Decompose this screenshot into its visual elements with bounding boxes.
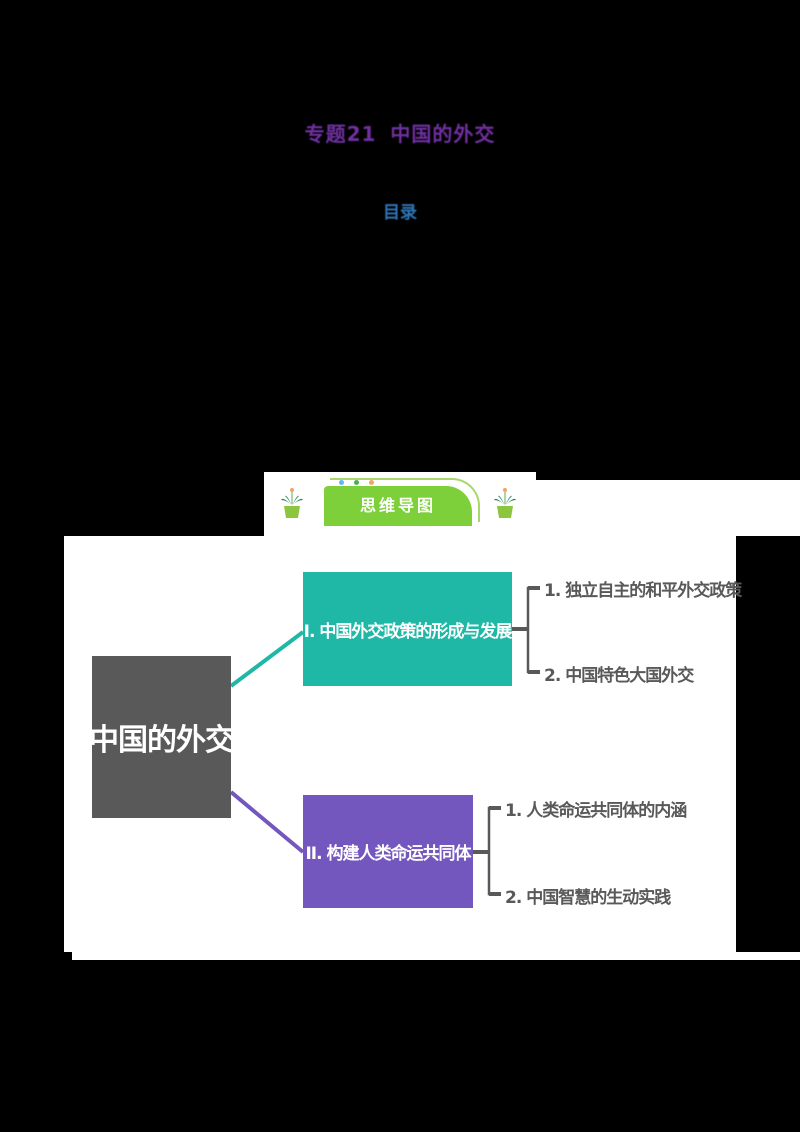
document-title: 专题21 中国的外交 [0,118,800,147]
leaf-major-country-diplomacy: 2. 中国特色大国外交 [544,666,694,686]
page-bottom-strip [72,952,800,960]
leaf-independent-peace-policy: 1. 独立自主的和平外交政策 [544,581,742,601]
leaf-shared-future-meaning: 1. 人类命运共同体的内涵 [505,801,687,821]
header-window-dots [339,480,374,486]
header-tab-outline [330,478,480,522]
branch-node-shared-future: II. 构建人类命运共同体 [303,795,473,908]
potted-plant-icon-left [279,486,305,520]
branch-node-foreign-policy: I. 中国外交政策的形成与发展 [303,572,512,686]
title-topic-number: 专题21 [304,122,377,146]
document-subtitle: 目录 [383,203,417,223]
header-band-right [536,480,800,536]
potted-plant-icon-right [492,486,518,520]
mind-map-root-node: 中国的外交 [89,656,235,818]
mind-map-header-label: 思维导图 [359,496,436,515]
dot-icon-green [354,480,359,485]
leaf-china-wisdom-practice: 2. 中国智慧的生动实践 [505,888,671,908]
header-tab [324,486,472,526]
dot-icon-orange [369,480,374,485]
dot-icon-blue [339,480,344,485]
title-topic-name: 中国的外交 [390,122,496,146]
